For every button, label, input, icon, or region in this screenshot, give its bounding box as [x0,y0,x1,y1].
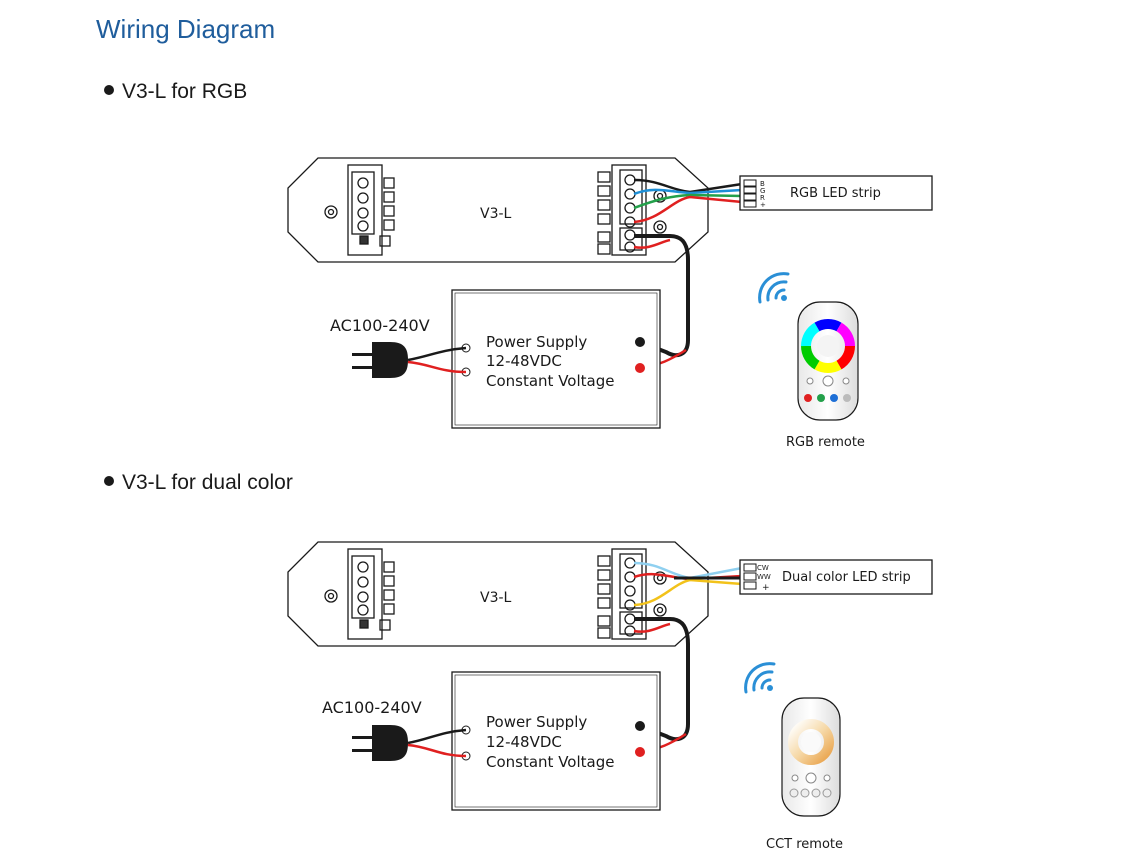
psu-line-1: Power Supply [486,333,587,351]
strip-label: Dual color LED strip [782,570,911,585]
dual-color-led-strip: CW WW + Dual color LED strip [739,559,933,595]
ac-plug-icon [352,342,467,378]
dc-cable [634,617,690,742]
cct-remote: CCT remote [744,662,843,852]
remote-label: RGB remote [786,435,865,450]
psu-line-3: Constant Voltage [486,372,614,390]
output-wires [633,561,743,607]
strip-pin-r: R [760,194,765,202]
strip-pin-plus: + [760,201,766,209]
output-wires [633,178,743,224]
section-heading-dual: V3-L for dual color [104,471,293,495]
bullet-icon [104,85,114,96]
section-heading-rgb: V3-L for RGB [104,80,247,104]
controller-label: V3-L [480,206,512,222]
power-supply: Power Supply 12-48VDC Constant Voltage [451,671,661,811]
remote-label: CCT remote [766,837,843,852]
strip-pin-ww: WW [757,573,771,581]
wireless-signal-icon [758,272,790,304]
dc-cable [634,234,690,358]
diagram-dual: V3-L CW WW + Dual color LED strip [287,541,933,852]
rgb-remote: RGB remote [758,272,865,450]
bullet-icon [104,476,114,487]
psu-line-1: Power Supply [486,713,587,731]
controller-v3l [287,541,709,647]
psu-line-3: Constant Voltage [486,753,614,771]
ac-label: AC100-240V [330,316,430,335]
strip-label: RGB LED strip [790,186,881,201]
controller-label: V3-L [480,590,512,606]
page-title: Wiring Diagram [96,14,276,44]
ac-plug-icon [352,725,467,761]
ac-label: AC100-240V [322,698,422,717]
strip-pin-cw: CW [757,564,769,572]
wireless-signal-icon [744,662,776,694]
strip-pin-plus: + [762,583,770,593]
psu-line-2: 12-48VDC [486,352,562,370]
psu-line-2: 12-48VDC [486,733,562,751]
controller-v3l [287,157,709,263]
rgb-led-strip: B G R + RGB LED strip [739,175,933,211]
diagram-rgb: V3-L B G R + RGB LED strip [287,157,933,450]
strip-pin-b: B [760,180,765,188]
strip-pin-g: G [760,187,765,195]
power-supply: Power Supply 12-48VDC Constant Voltage [451,289,661,429]
